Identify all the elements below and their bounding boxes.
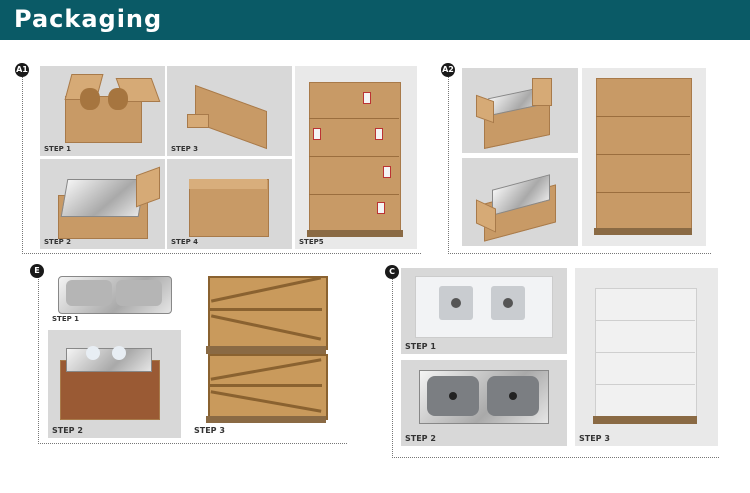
step-label: STEP 2 — [52, 426, 83, 435]
step-label: STEP 1 — [52, 315, 80, 323]
step-label: STEP 1 — [405, 342, 436, 351]
a1-step5-photo: STEP5 — [295, 66, 417, 249]
a2-photo-3 — [582, 68, 706, 246]
a2-photo-2 — [462, 158, 578, 246]
step-label: STEP 3 — [579, 434, 610, 443]
section-title: Packaging — [14, 5, 163, 33]
step-label: STEP 2 — [405, 434, 436, 443]
e-step3-photo: STEP 3 — [190, 268, 340, 438]
badge-c: C — [385, 265, 399, 279]
group-c — [392, 272, 719, 458]
c-step2-photo: STEP 2 — [401, 360, 567, 446]
group-a1 — [22, 70, 421, 254]
badge-a1: A1 — [15, 63, 29, 77]
step-label: STEP 4 — [171, 238, 199, 246]
badge-e: E — [30, 264, 44, 278]
group-a2 — [448, 70, 711, 254]
e-step2-photo: STEP 2 — [48, 330, 181, 438]
c-step1-photo: STEP 1 — [401, 268, 567, 354]
a1-step1-photo: STEP 1 — [40, 66, 165, 156]
a2-photo-1 — [462, 68, 578, 153]
a1-step2-photo: STEP 2 — [40, 159, 165, 249]
step-label: STEP 3 — [171, 145, 199, 153]
e-step1-photo: STEP 1 — [48, 268, 181, 326]
badge-a2: A2 — [441, 63, 455, 77]
step-label: STEP 3 — [194, 426, 225, 435]
step-label: STEP5 — [299, 238, 324, 246]
step-label: STEP 2 — [44, 238, 72, 246]
section-header: Packaging — [0, 0, 750, 40]
step-label: STEP 1 — [44, 145, 72, 153]
c-step3-photo: STEP 3 — [575, 268, 718, 446]
group-e — [38, 271, 347, 444]
a1-step4-photo: STEP 4 — [167, 159, 292, 249]
a1-step3-photo: STEP 3 — [167, 66, 292, 156]
